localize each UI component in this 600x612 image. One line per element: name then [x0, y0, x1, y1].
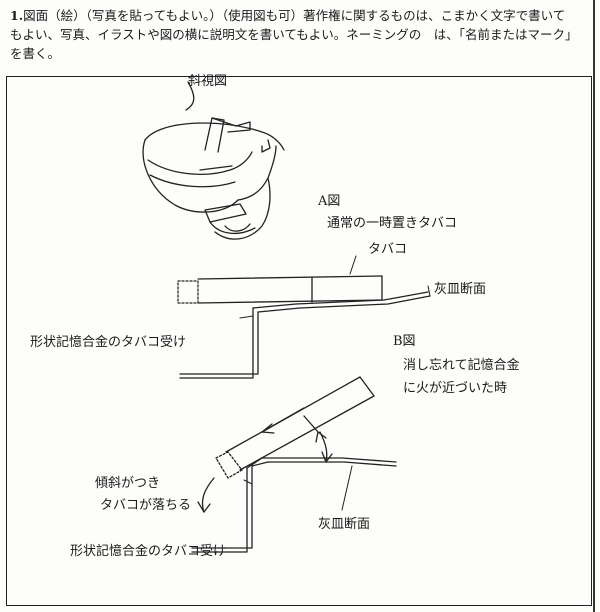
section-number: 1.	[10, 8, 24, 23]
tilt-label-line-2: タバコが落ちる	[100, 498, 192, 513]
fig-b-caption-line-1: 消し忘れて記憶合金	[403, 358, 520, 373]
ashtray-section-label-top: 灰皿断面	[434, 282, 487, 297]
cigarette-ash-tip-a	[177, 280, 199, 304]
fig-b-label: B図	[393, 334, 416, 349]
tilt-label-line-1: 傾斜がつき	[95, 476, 161, 491]
oblique-view-illustration	[142, 81, 285, 240]
instruction-line-3: を書く。	[10, 46, 61, 61]
ashtray-section-label-bottom: 灰皿断面	[318, 517, 371, 532]
instruction-line-2: もよい、写真、イラストや図の横に説明文を書いてもよい。ネーミングの は、「名前ま…	[10, 27, 578, 42]
fig-b-caption-line-2: に火が近づいた時	[403, 381, 508, 396]
cigarette-label: タバコ	[368, 242, 408, 257]
drawing-frame	[6, 76, 592, 606]
fig-a-illustration	[177, 255, 431, 379]
instruction-line-1: 図面（絵）（写真を貼ってもよい。）（使用図も可）著作権に関するものは、こまかく文…	[23, 8, 566, 23]
holder-label-bottom: 形状記憶合金のタバコ受け	[70, 544, 227, 559]
fig-a-label: A図	[318, 194, 341, 209]
fig-a-caption: 通常の一時置きタバコ	[327, 216, 458, 231]
cigarette-ash-tip-b	[215, 451, 243, 479]
fig-b-illustration	[191, 376, 397, 553]
oblique-view-label: 斜視図	[188, 74, 228, 89]
instruction-header: 1.図面（絵）（写真を貼ってもよい。）（使用図も可）著作権に関するものは、こまか…	[10, 6, 594, 63]
holder-label-top: 形状記憶合金のタバコ受け	[30, 335, 187, 350]
page-edge-line	[593, 0, 595, 612]
